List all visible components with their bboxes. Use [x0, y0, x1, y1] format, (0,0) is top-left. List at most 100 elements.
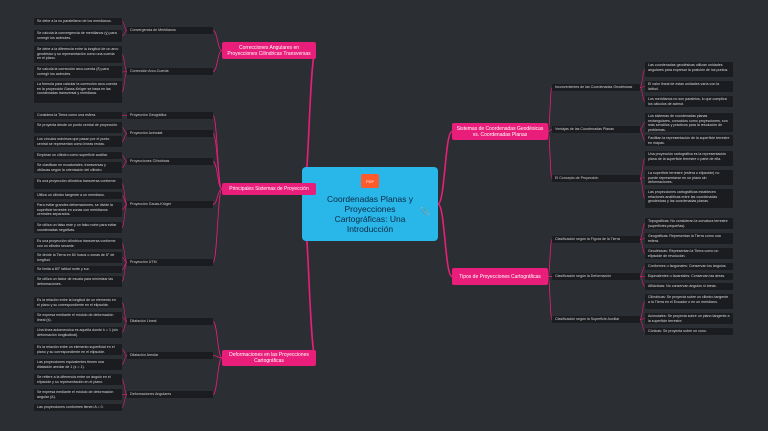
leaf[interactable]: Los meridianos no son paralelos, lo que … — [645, 96, 733, 107]
leaf[interactable]: Las coordenadas geodésicas utilizan unid… — [645, 62, 733, 77]
leaf[interactable]: Se calcula la convergencia de meridianos… — [34, 30, 122, 42]
main-topic-tipos-proyecciones[interactable]: Tipos de Proyecciones Cartográficas — [452, 268, 548, 285]
leaf[interactable]: Cilíndricas: Se proyecta sobre un cilind… — [645, 294, 733, 309]
connector-line — [547, 131, 553, 179]
subtopic-ventajas[interactable]: Ventajas de las Coordenadas Planas — [552, 126, 640, 133]
subtopic-deformaciones-angulares[interactable]: Deformaciones Angulares — [127, 391, 213, 398]
leaf[interactable]: La superficie terrestre (esfera o elipso… — [645, 170, 733, 185]
central-topic[interactable]: PDF Coordenadas Planas y Proyecciones Ca… — [302, 167, 438, 241]
subtopic-utm[interactable]: Proyección UTM — [127, 259, 213, 266]
leaf[interactable]: Es la relación entre un elemento superfi… — [34, 344, 122, 355]
connector-line — [212, 321, 223, 359]
leaf[interactable]: Se refiere a la diferencia entre un ángu… — [34, 374, 122, 385]
leaf[interactable]: Afilácticas: No conservan ángulos ni áre… — [645, 283, 733, 290]
connector-line — [121, 394, 128, 408]
connector-line — [212, 115, 223, 190]
connector-line — [212, 355, 223, 359]
connector-line — [547, 239, 553, 277]
connector-line — [639, 301, 646, 320]
leaf[interactable]: Para evitar grandes deformaciones, se di… — [34, 202, 122, 217]
leaf[interactable]: Considera la Tierra como una esfera. — [34, 112, 122, 119]
leaf[interactable]: Se expresa mediante el módulo de deforma… — [34, 312, 122, 323]
connector-line — [639, 158, 646, 179]
connector-line — [121, 127, 128, 134]
leaf[interactable]: Geodésicas: Representan la Tierra como u… — [645, 248, 733, 259]
leaf[interactable]: Utiliza un cilindro tangente a un meridi… — [34, 192, 122, 199]
leaf[interactable]: Es una proyección cilíndrica transversa … — [34, 238, 122, 249]
leaf[interactable]: Una línea automecoica es aquella donde k… — [34, 327, 122, 338]
leaf[interactable]: Topográficas: No consideran la curvatura… — [645, 218, 733, 229]
connector-line — [121, 54, 128, 72]
leaf[interactable]: Acimutales: Se proyecta sobre un plano t… — [645, 313, 733, 324]
connector-line — [639, 177, 646, 179]
leaf[interactable]: Se clasifican en ecuatoriales, transvers… — [34, 162, 122, 173]
connector-line — [212, 161, 223, 190]
connector-line — [639, 69, 646, 88]
subtopic-superficie-auxiliar[interactable]: Clasificación según la Superficie Auxili… — [552, 316, 640, 323]
connector-line — [121, 161, 128, 168]
connector-line — [639, 178, 646, 199]
connector-line — [547, 276, 553, 320]
subtopic-deformacion[interactable]: Clasificación según la Deformación — [552, 273, 640, 280]
leaf[interactable]: Cónicas: Se proyecta sobre un cono. — [645, 328, 733, 335]
leaf[interactable]: Equivalentes u Isoareales: Conservan las… — [645, 273, 733, 280]
connector-line — [121, 243, 128, 263]
main-topic-correcciones[interactable]: Correcciones Angulares en Proyecciones C… — [222, 42, 316, 59]
leaf[interactable]: Conformes u Isogonales: Conservan los án… — [645, 263, 733, 270]
subtopic-gauss-kruger[interactable]: Proyección Gauss-Krüger — [127, 201, 213, 208]
leaf[interactable]: Facilitan la representación de la superf… — [645, 135, 733, 146]
leaf[interactable]: Se utiliza un factor de escala para mini… — [34, 276, 122, 287]
leaf[interactable]: Los círculos máximos que pasan por el pu… — [34, 136, 122, 147]
leaf[interactable]: Se debe a la diferencia entre la longitu… — [34, 46, 122, 63]
main-topic-sistemas-proyeccion[interactable]: Principales Sistemas de Proyección — [222, 183, 316, 195]
connector-line — [639, 129, 646, 141]
leaf[interactable]: Las proyecciones conformes tienen A = 0. — [34, 404, 122, 411]
leaf[interactable]: Geográficas: Representan la Tierra como … — [645, 233, 733, 244]
connector-line — [437, 203, 453, 278]
main-topic-deformaciones[interactable]: Deformaciones en las Proyecciones Cartog… — [222, 350, 316, 366]
connector-line — [212, 30, 223, 51]
connector-line — [639, 223, 646, 240]
connector-line — [639, 239, 646, 254]
leaf[interactable]: Las proyecciones cartográficas establece… — [645, 189, 733, 208]
connector-line — [121, 321, 128, 333]
leaf[interactable]: Es la relación entre la longitud de un e… — [34, 297, 122, 308]
subtopic-dilatacion-areolar[interactable]: Dilatación Areolar — [127, 352, 213, 359]
leaf[interactable]: Las proyecciones equivalentes tienen una… — [34, 359, 122, 370]
paperclip-icon[interactable]: 📎 — [420, 207, 430, 216]
leaf[interactable]: Se calcula la corrección arco-cuerda (δ)… — [34, 66, 122, 78]
connector-line — [639, 87, 646, 102]
subtopic-arco-cuerda[interactable]: Corrección Arco-Cuerda — [127, 68, 213, 75]
subtopic-convergencia[interactable]: Convergencia de Meridianos — [127, 27, 213, 34]
pdf-logo-icon: PDF — [361, 174, 379, 188]
leaf[interactable]: Se limita a 80° latitud norte y sur. — [34, 266, 122, 273]
leaf[interactable]: Se divide la Tierra en 60 husos o zonas … — [34, 252, 122, 263]
subtopic-figura-tierra[interactable]: Clasificación según la Figura de la Tier… — [552, 236, 640, 243]
connector-line — [121, 71, 128, 73]
connector-line — [212, 357, 223, 395]
connector-line — [639, 122, 646, 130]
leaf[interactable]: Se debe a la no paralelismo de los merid… — [34, 18, 122, 25]
leaf[interactable]: Es una proyección cilíndrica transversa … — [34, 178, 122, 189]
leaf[interactable]: Se expresa mediante el módulo de deforma… — [34, 389, 122, 400]
connector-line — [212, 188, 223, 205]
connector-line — [212, 50, 223, 72]
leaf[interactable]: La fórmula para calcular la corrección a… — [34, 81, 122, 103]
subtopic-acimutal[interactable]: Proyección Acimutal — [127, 130, 213, 137]
leaf[interactable]: Se utiliza un falso este y un falso nort… — [34, 222, 122, 233]
subtopic-concepto[interactable]: El Concepto de Proyección — [552, 175, 640, 182]
subtopic-inconvenientes[interactable]: Inconvenientes de las Coordenadas Geodés… — [552, 84, 640, 91]
subtopic-cilindricas[interactable]: Proyecciones Cilíndricas — [127, 158, 213, 165]
connector-line — [547, 87, 553, 132]
subtopic-dilatacion-lineal[interactable]: Dilatación Lineal — [127, 318, 213, 325]
connector-line — [212, 188, 223, 263]
leaf[interactable]: Se proyecta desde un punto central de pr… — [34, 122, 122, 133]
connector-line — [121, 262, 128, 282]
central-topic-title: Coordenadas Planas y Proyecciones Cartog… — [326, 194, 413, 234]
leaf[interactable]: Los sistemas de coordenadas planas recta… — [645, 113, 733, 132]
subtopic-geografica[interactable]: Proyección Geográfica — [127, 112, 213, 119]
main-topic-sistemas-coordenadas[interactable]: Sistemas de Coordenadas Geodésicas vs. C… — [452, 123, 548, 140]
leaf[interactable]: El valor lineal de estas unidades varía … — [645, 81, 733, 92]
leaf[interactable]: Una proyección cartográfica es la repres… — [645, 151, 733, 166]
leaf[interactable]: Emplean un cilindro como superficie auxi… — [34, 152, 122, 159]
